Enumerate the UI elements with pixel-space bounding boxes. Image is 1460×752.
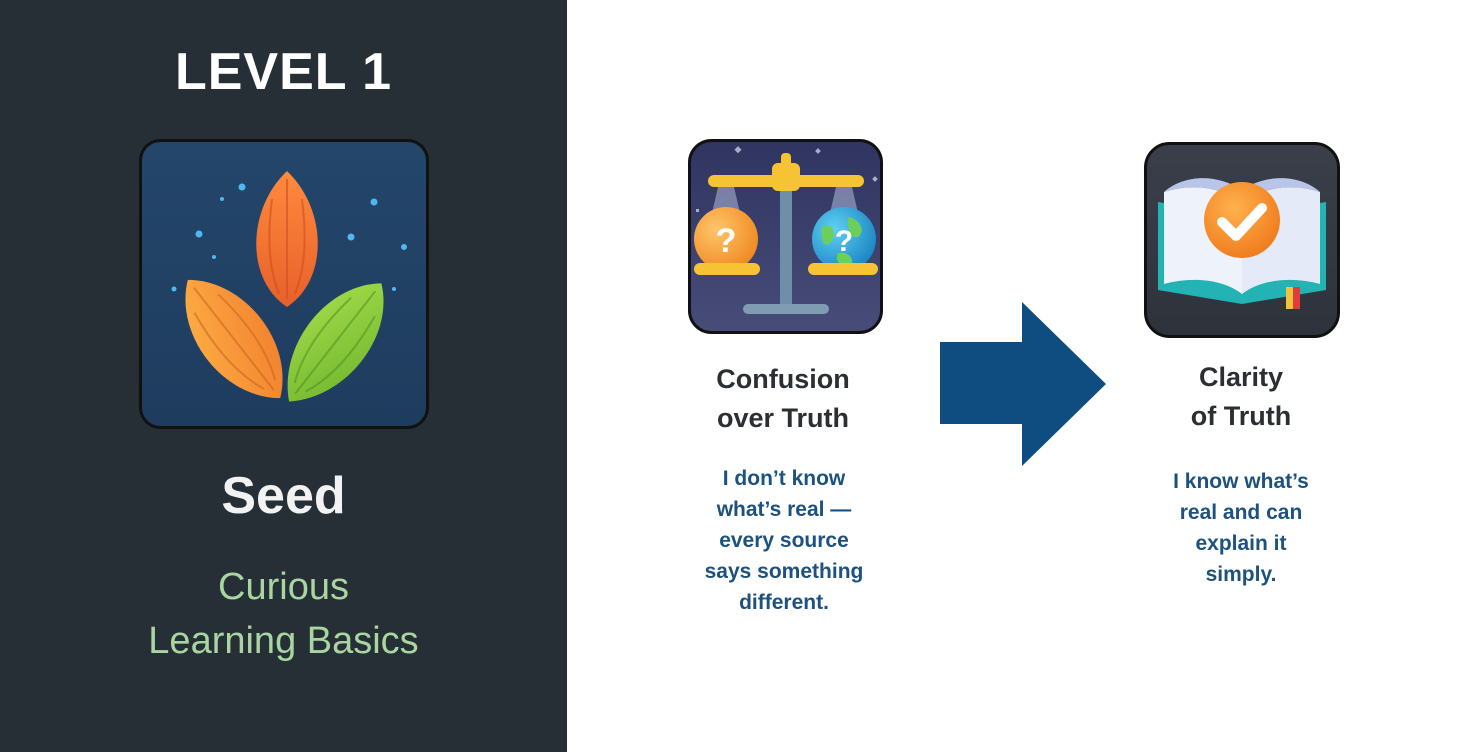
from-state-description-line: says something (704, 560, 864, 583)
from-state-description: I don’t know what’s real — every source … (672, 463, 896, 618)
to-state-title-line: of Truth (1190, 401, 1292, 431)
level-title: LEVEL 1 (174, 43, 392, 101)
from-state-title: Confusion over Truth (668, 360, 898, 438)
from-state-description-line: different. (739, 591, 829, 614)
level-subtitle-line: Curious (218, 566, 349, 608)
from-state-title-line: Confusion (716, 364, 850, 394)
to-state-description: I know what’s real and can explain it si… (1138, 466, 1344, 590)
to-state-description-line: I know what’s (1173, 470, 1309, 493)
to-state-title: Clarity of Truth (1128, 358, 1354, 436)
from-state-description-line: I don’t know (722, 467, 846, 490)
svg-text:?: ? (835, 225, 853, 258)
from-state-title-line: over Truth (716, 403, 850, 433)
level-panel: LEVEL 1 (0, 0, 567, 752)
right-arrow-icon (940, 302, 1106, 466)
level-subtitle: Curious Learning Basics (0, 560, 567, 668)
to-state-title-line: Clarity (1198, 362, 1284, 392)
balance-scale-icon: ? ? (688, 139, 883, 334)
to-state-description-line: simply. (1205, 563, 1277, 586)
from-state-description-line: what’s real — (716, 498, 852, 521)
seed-leaves-icon (139, 139, 429, 429)
level-name: Seed (221, 467, 346, 525)
svg-text:?: ? (716, 222, 737, 260)
to-state-description-line: explain it (1195, 532, 1287, 555)
open-book-check-icon (1144, 142, 1340, 338)
to-state-description-line: real and can (1179, 501, 1303, 524)
level-subtitle-line: Learning Basics (148, 620, 419, 662)
from-state-description-line: every source (719, 529, 849, 552)
